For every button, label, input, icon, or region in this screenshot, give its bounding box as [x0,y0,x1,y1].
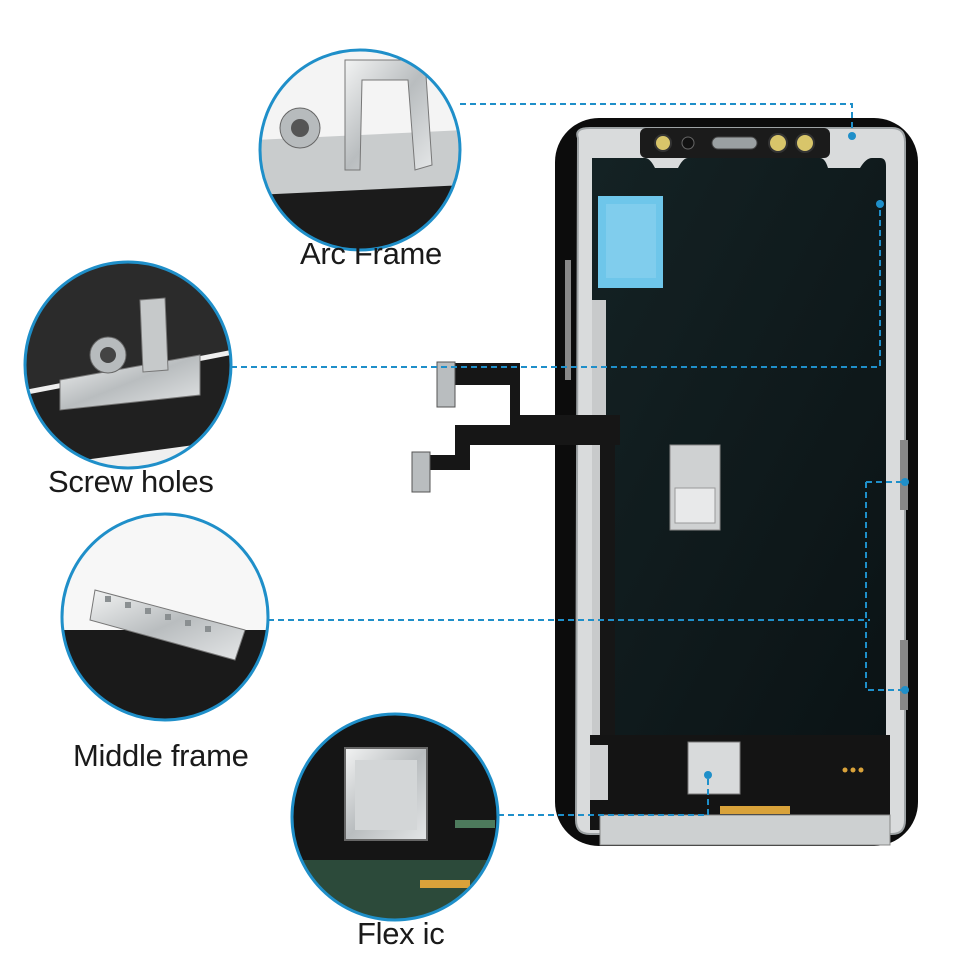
screw-holes-label: Screw holes [48,464,214,499]
middle-frame-zoom [60,512,270,722]
flex-ic-label: Flex ic [357,916,445,951]
display-panel [592,158,886,735]
arc-frame-zoom [258,48,462,252]
flex-cable [411,361,620,760]
flex-ic-zoom [290,712,500,922]
flex-ic-chip [687,741,741,795]
lcd-screen-assembly [411,118,918,846]
leader-lines [231,103,905,816]
arc-frame-label: Arc Frame [300,236,442,271]
screw-holes-zoom [23,260,233,470]
middle-frame-label: Middle frame [73,738,249,773]
